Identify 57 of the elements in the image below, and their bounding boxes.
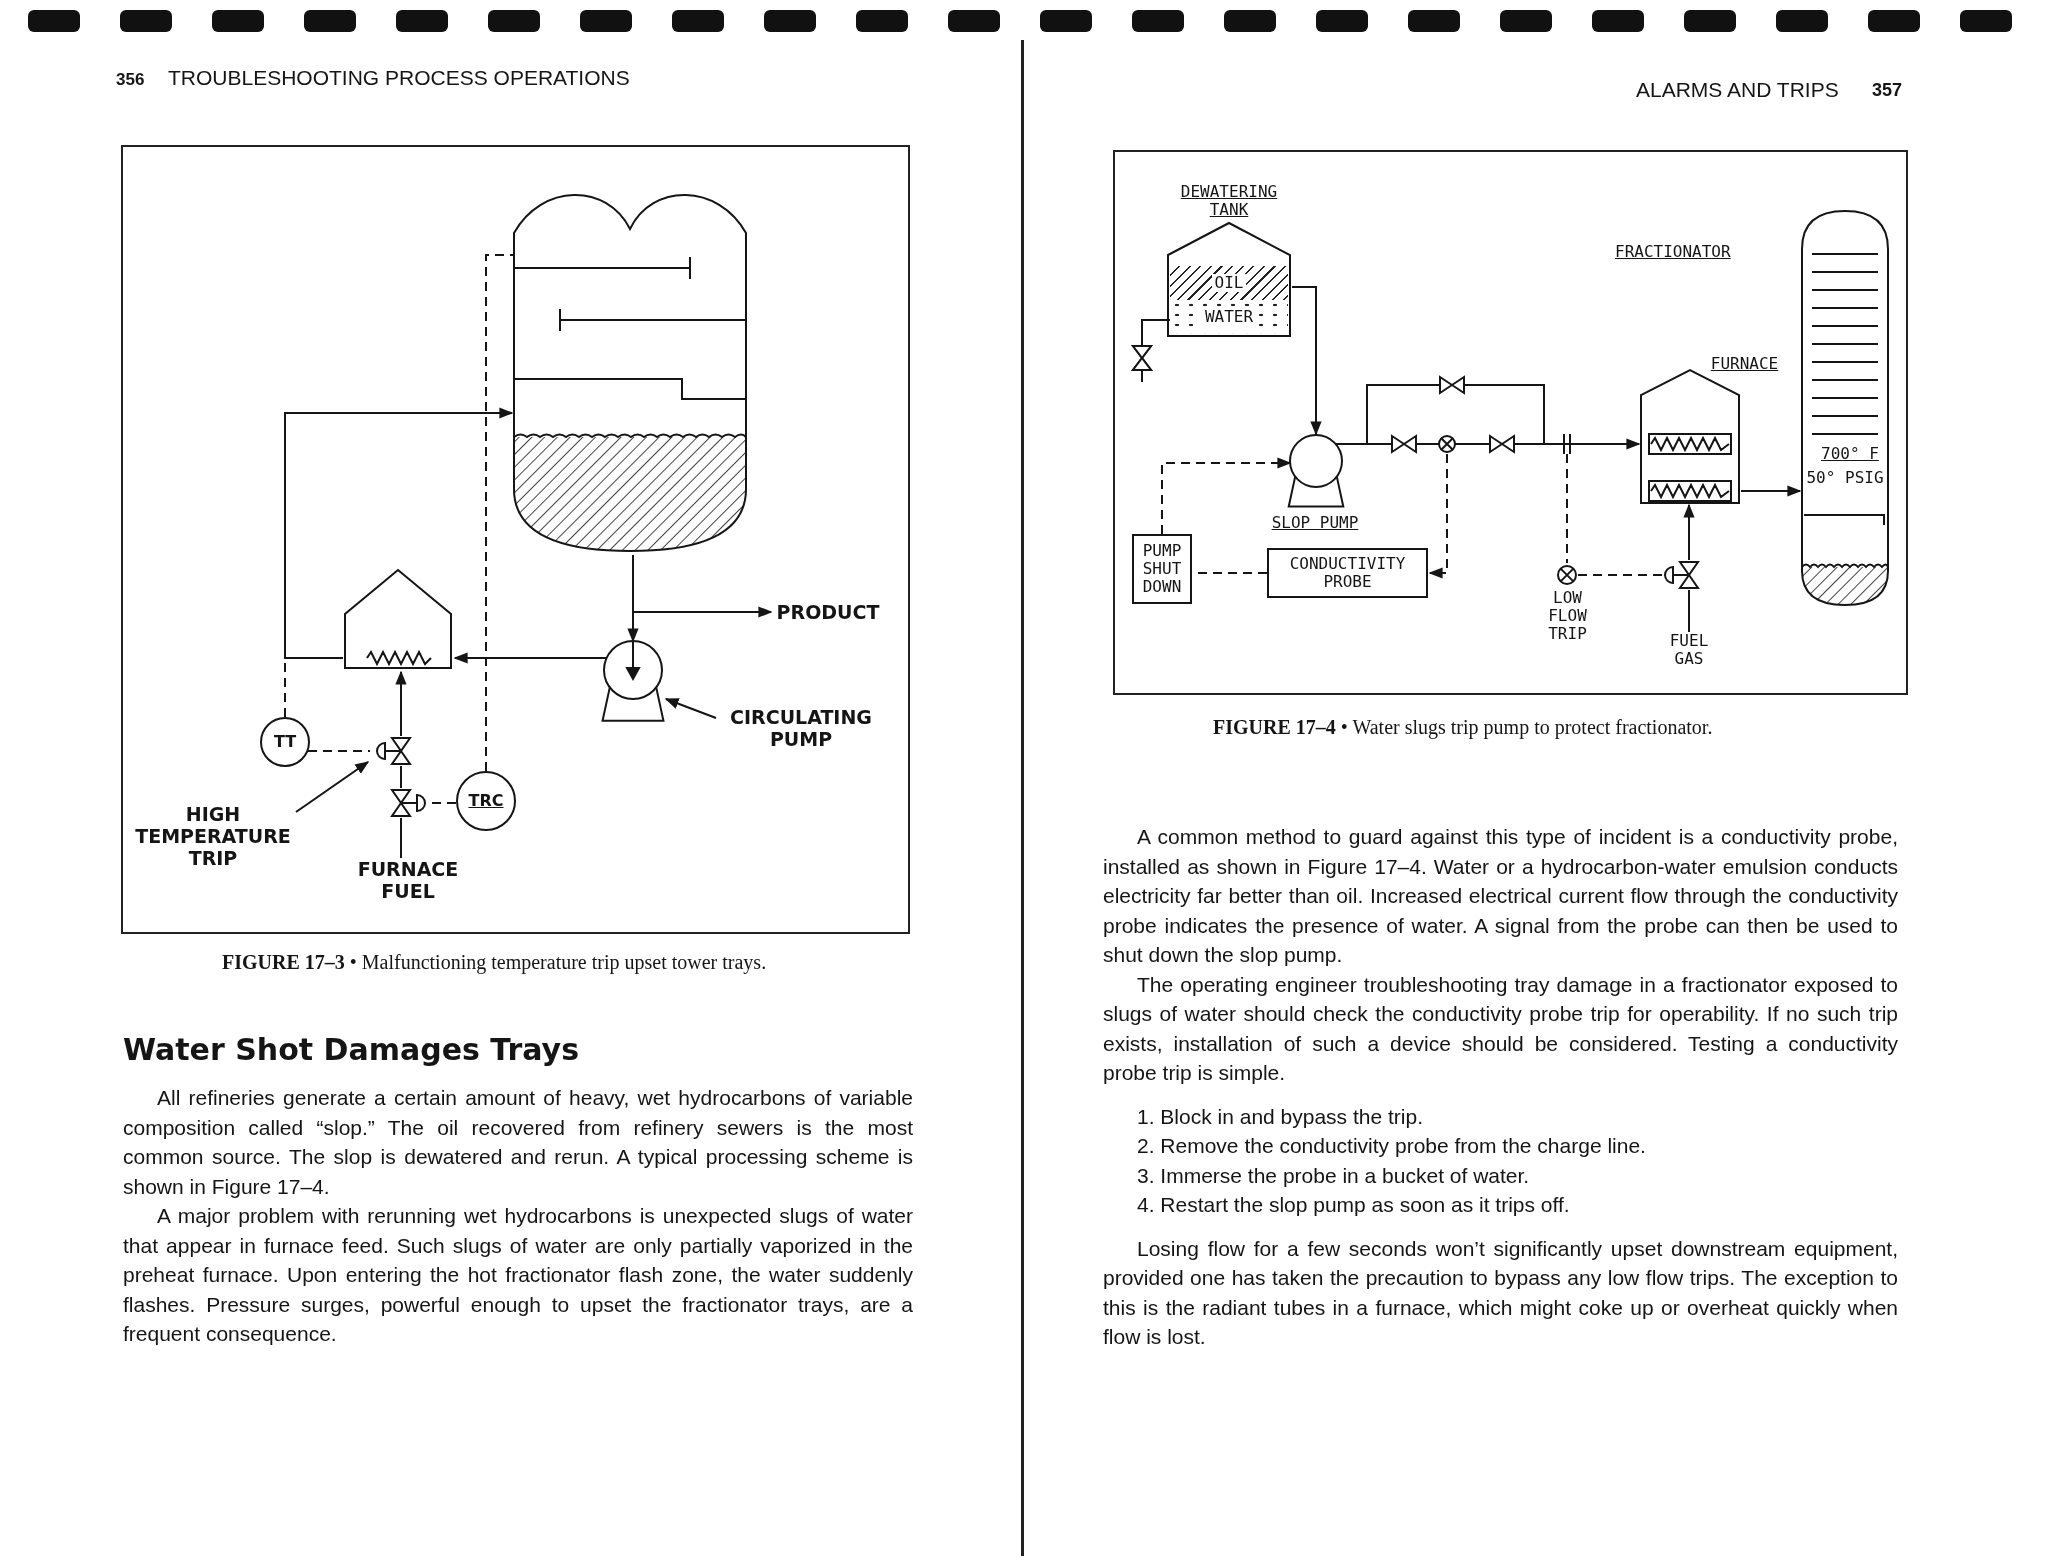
flow-arrow: [295, 761, 370, 813]
pipe-line: [1688, 589, 1690, 633]
flow-arrow: [284, 407, 514, 659]
running-header: TROUBLESHOOTING PROCESS OPERATIONS: [168, 66, 630, 90]
stream-label: FURNACE FUEL: [353, 858, 463, 906]
body-paragraph: A major problem with rerunning wet hydrocarbons is unexpected slugs of water that appear in furnace feed. Such slugs of water are only partially vaporized in the preheat furnace. Upon entering the hot fractionator flash zone, the water suddenly flashes. Pressure surges, powerful enough to upset the fractionator trays, are a frequent consequence.: [123, 1203, 913, 1347]
list-item: 2. Remove the conductivity probe from the charge line.: [1137, 1133, 1647, 1159]
running-header: ALARMS AND TRIPS: [1636, 78, 1839, 102]
body-paragraph: All refineries generate a certain amount of heavy, wet hydrocarbons of variable composition called “slop.” The oil recovered from refinery sewers is the most common source. The slop is dewatered and rerun. A typical processing scheme is shown in Figure 17–4.: [123, 1085, 913, 1200]
body-paragraph: A common method to guard against this type of incident is a conductivity probe, installed as shown in Figure 17–4. Water or a hydrocarbon-water emulsion conducts electricity far better than oil. Increased electrical current flow through the conductivity probe indicates the presence of water. A signal from the probe can then be used to shut down the slop pump.: [1103, 824, 1898, 968]
signal-line: [431, 802, 457, 804]
pipe-line: [400, 765, 402, 789]
page-number: 356: [116, 70, 145, 90]
dewatering-tank: [1166, 183, 1292, 338]
body-paragraph: Losing flow for a few seconds won’t significantly upset downstream equipment, provided one has taken the precaution to bypass any low flow trips. The exception to this is the radiant tubes in a furnace, which might coke up or overheat quickly when flow is lost.: [1103, 1235, 1898, 1350]
equipment-label: 700° F: [1820, 445, 1880, 463]
figure-caption: FIGURE 17–4 • Water slugs trip pump to protect fractionator.: [1213, 715, 1714, 741]
equipment-label: SLOP PUMP: [1270, 514, 1360, 532]
page-number: 357: [1872, 80, 1903, 101]
section-heading: Water Shot Damages Trays: [123, 1032, 581, 1067]
oil-layer: OIL: [1170, 266, 1288, 300]
pipe-line: [400, 817, 402, 859]
flow-arrow: [664, 698, 717, 719]
list-item: 4. Restart the slop pump as soon as it trips off.: [1137, 1192, 1571, 1218]
stream-label: FUEL GAS: [1658, 632, 1720, 672]
callout-label: HIGH TEMPERATURE TRIP: [128, 803, 298, 873]
list-item: 1. Block in and bypass the trip.: [1137, 1103, 1424, 1130]
flow-arrow: [1740, 485, 1802, 497]
flow-arrow: [1683, 503, 1695, 561]
callout-label: CIRCULATING PUMP: [718, 706, 884, 754]
list-item: 3. Immerse the probe in a bucket of water.: [1137, 1162, 1531, 1189]
flow-arrow: [1291, 286, 1322, 436]
flow-orifice: [1561, 434, 1573, 454]
equipment-label: 50° PSIG: [1805, 469, 1885, 487]
flow-arrow: [632, 554, 773, 618]
diagram-label: FRACTIONATOR: [1615, 243, 1731, 261]
furnace: [343, 568, 453, 670]
signal-line: [485, 254, 515, 772]
conductivity-probe-panel: CONDUCTIVITY PROBE: [1267, 548, 1428, 598]
body-paragraph: The operating engineer troubleshooting tray damage in a fractionator exposed to slugs of water should check the conductivity probe trip for operability. If no such trip exists, installation of such a device should be considered. Testing a conductivity probe trip is simple.: [1103, 971, 1898, 1086]
temperature-controller-bubble: TRC: [456, 771, 516, 831]
equipment-label: DEWATERING TANK: [1179, 183, 1279, 219]
signal-line: [1577, 574, 1663, 576]
fractionator-column: [1800, 209, 1890, 607]
stream-label: PRODUCT: [773, 601, 883, 625]
equipment-label: FURNACE: [1709, 355, 1780, 373]
signal-line: [307, 750, 371, 752]
temperature-transmitter-bubble: TT: [260, 717, 310, 767]
shutdown-relay: PUMP SHUT DOWN: [1132, 534, 1192, 604]
flow-arrow: [1428, 453, 1448, 579]
equipment-label: LOW FLOW TRIP: [1547, 589, 1588, 643]
probe-element: [1437, 434, 1457, 454]
flow-arrow: [453, 652, 607, 664]
signal-line: [1566, 453, 1568, 564]
flow-arrow: [395, 670, 407, 737]
flow-arrow: [1335, 384, 1641, 450]
figure-caption: FIGURE 17–3 • Malfunctioning temperature trip upset tower trays.: [222, 950, 768, 976]
